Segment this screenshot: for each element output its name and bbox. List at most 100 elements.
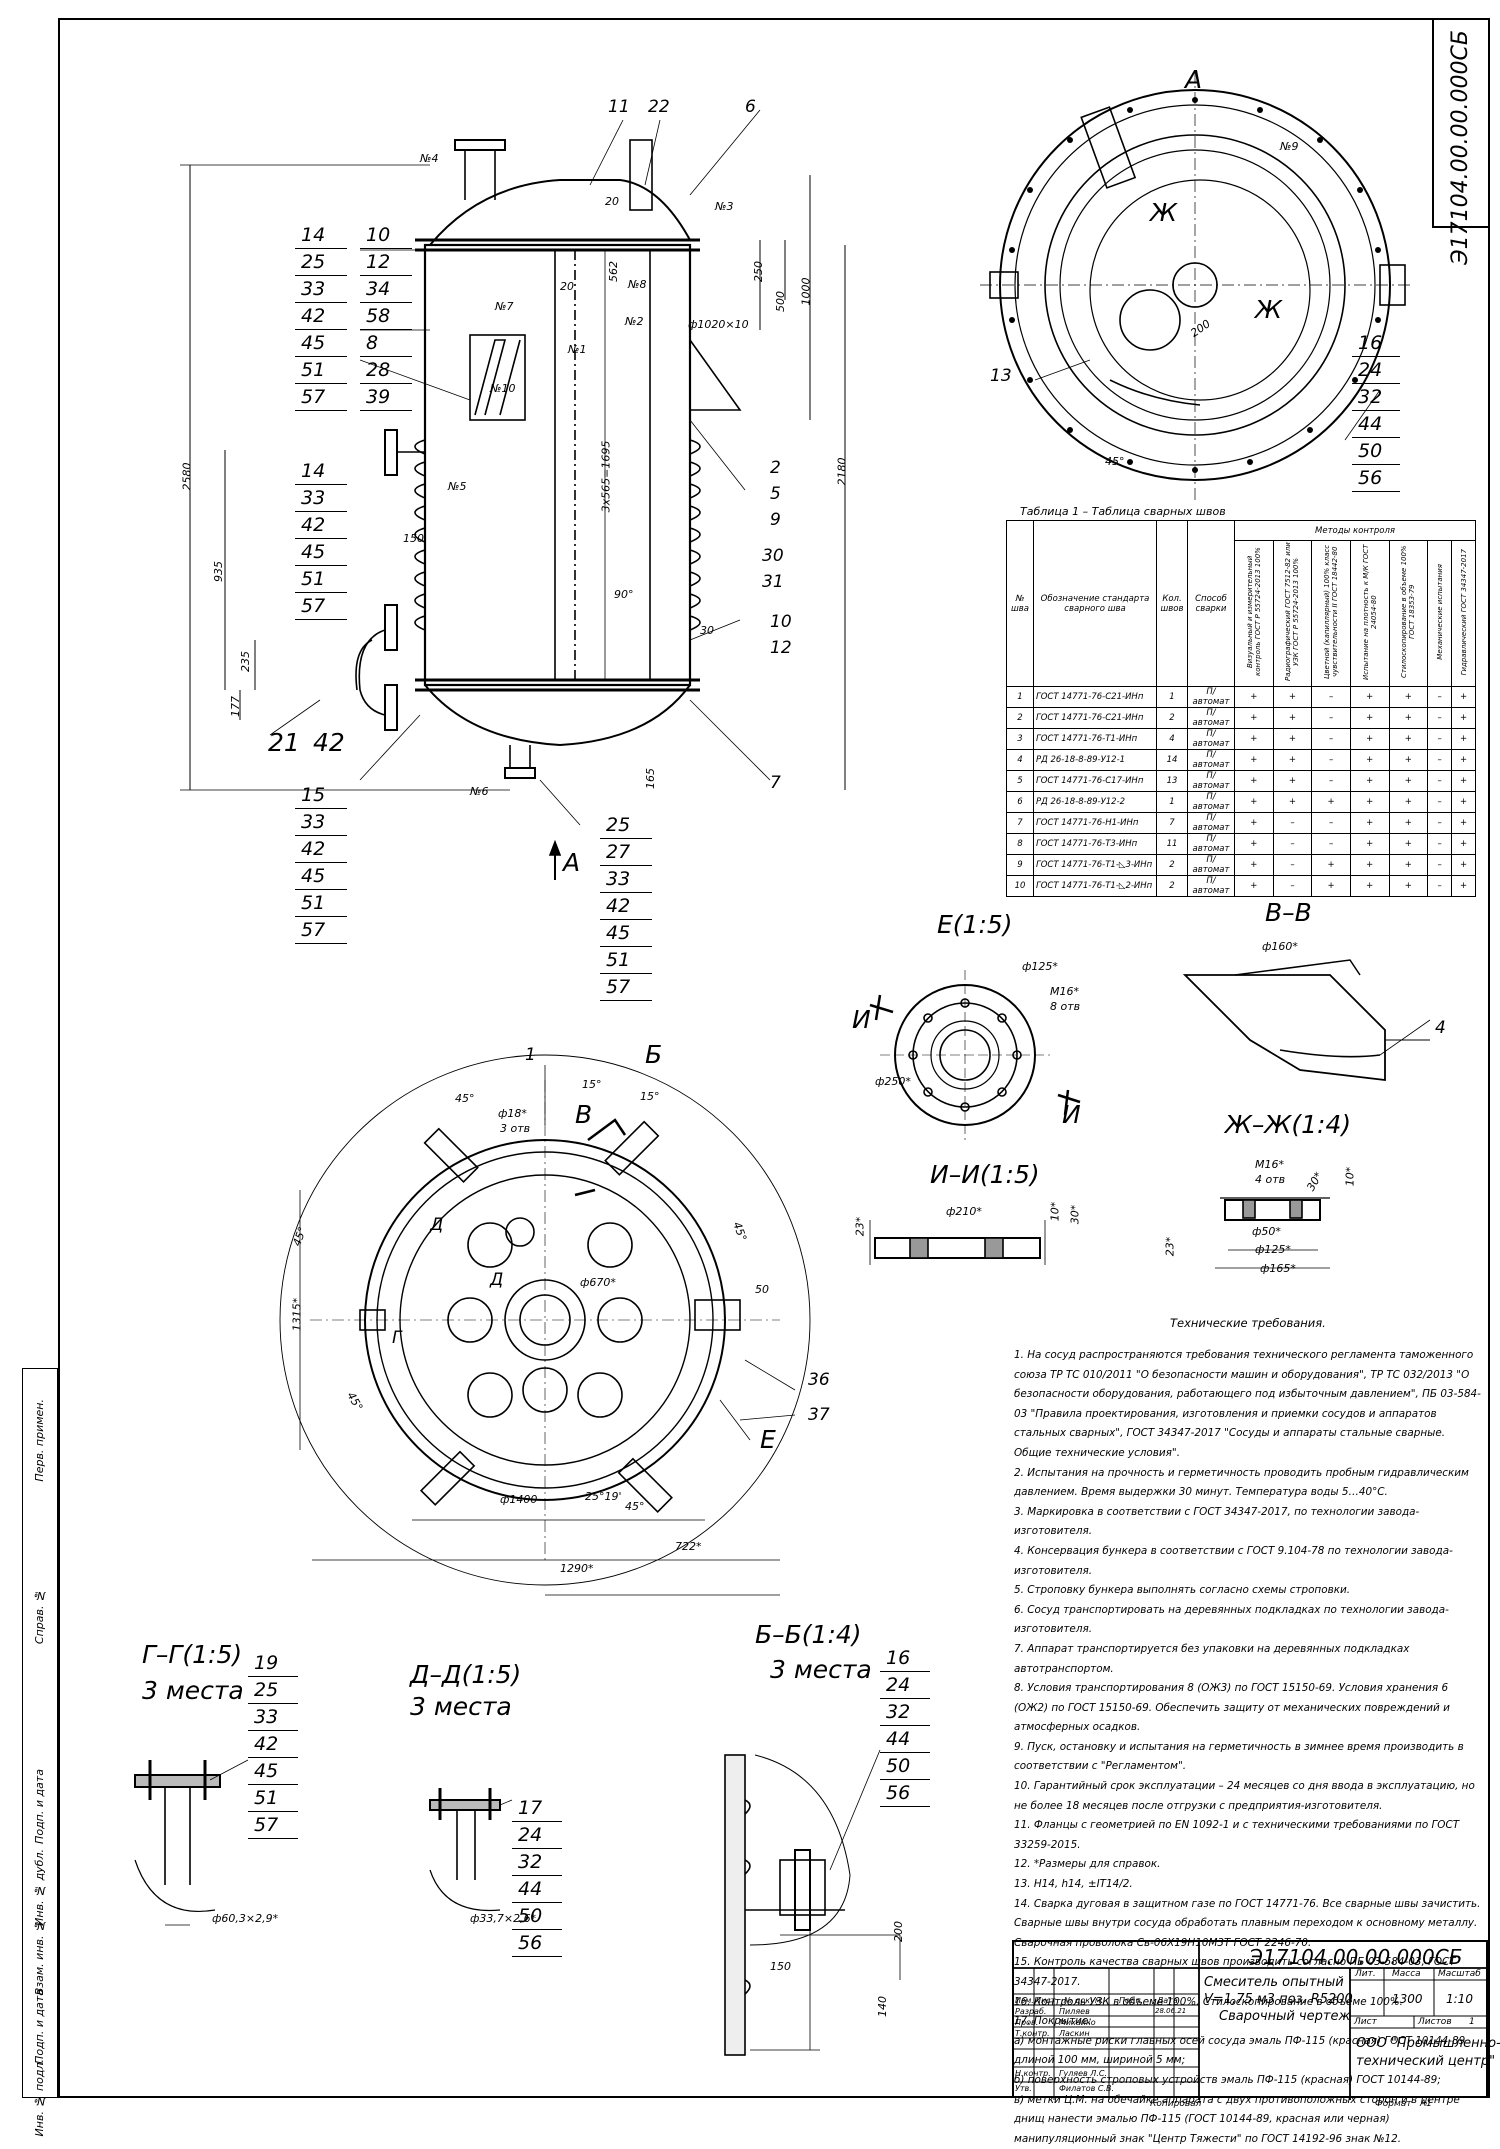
pos-item: 51 (295, 566, 347, 593)
dim-1000: 1000 (799, 277, 813, 306)
pos-item: 32 (880, 1699, 930, 1726)
pos-item: 44 (1352, 411, 1400, 438)
pos-item: 33 (295, 276, 347, 303)
left-position-pairs: 10 12 34 58 8 28 39 (360, 222, 412, 411)
dim-562: 562 (607, 261, 620, 282)
weld-cell-control: + (1349, 833, 1390, 855)
pos-item: 32 (1352, 384, 1400, 411)
dim-zh-sub: 4 отв (1255, 1173, 1286, 1186)
weld-cell-control: + (1349, 770, 1390, 792)
weld-cell-control: + (1272, 791, 1313, 813)
cut-b: Б (645, 1040, 663, 1069)
weld-mark-10: №10 (490, 382, 516, 395)
weld-cell-std: ГОСТ 14771-76-С21-ИНп (1033, 707, 1157, 729)
weld-mark-6: №6 (470, 785, 489, 798)
dim-e-d250: ф250* (875, 1075, 911, 1088)
dim-p-d1400: ф1400 (500, 1493, 538, 1506)
pos-37: 37 (808, 1405, 830, 1425)
left-position-stack-2: 14 33 42 45 51 57 (295, 458, 347, 620)
pos-item: 57 (295, 917, 347, 944)
view-dd-title: Д–Д(1:5) (410, 1660, 522, 1689)
tech-req-item: б) поверхность строповых устройств эмаль… (1014, 2073, 1441, 2086)
dim-zh-d50: ф50* (1252, 1225, 1281, 1238)
pos-item: 12 (360, 249, 412, 276)
weld-control-method-label: Испытание на плотность к М/К ГОСТ 24054-… (1361, 544, 1378, 680)
pos-item: 45 (295, 863, 347, 890)
stamp-lit: Лит. (1355, 1969, 1376, 1979)
weld-cell-n: 2 (1006, 707, 1034, 729)
dim-e-m16-sub: 8 отв (1050, 1000, 1081, 1013)
weld-cell-control: – (1311, 770, 1351, 792)
weld-cell-q: 11 (1156, 833, 1188, 855)
weld-cell-n: 5 (1006, 770, 1034, 792)
weld-cell-control: + (1451, 770, 1476, 792)
pos-item: 14 (295, 458, 347, 485)
tech-req-item: 11. Фланцы с геометрией по EN 1092-1 и с… (1014, 1819, 1460, 1851)
stamp-listov-value: 1 (1469, 2017, 1475, 2027)
pos-item: 28 (360, 357, 412, 384)
weld-cell-control: + (1311, 875, 1351, 897)
weld-col-std: Обозначение стандарта сварного шва (1033, 520, 1157, 687)
pos-item: 14 (295, 222, 347, 249)
weld-cell-control: + (1451, 749, 1476, 771)
weld-cell-control: + (1388, 770, 1429, 792)
pos-item: 51 (600, 947, 652, 974)
pos-item: 44 (512, 1876, 562, 1903)
cut-i1: И (852, 1005, 871, 1034)
pos-2: 2 (770, 458, 781, 478)
weld-cell-q: 1 (1156, 791, 1188, 813)
dim-p-1290: 1290* (560, 1562, 594, 1575)
weld-cell-m: П/автомат (1187, 791, 1235, 813)
view-zhzh-flange (1224, 1199, 1321, 1221)
stamp-listov: Листов (1418, 2017, 1452, 2027)
pos-item: 57 (248, 1812, 298, 1839)
pos-13: 13 (990, 366, 1012, 386)
pos-item: 39 (360, 384, 412, 411)
dim-ii-h23: 23* (853, 1216, 867, 1237)
dim-zh-h10: 10* (1343, 1166, 1357, 1187)
cut-d1: Д (430, 1215, 444, 1235)
pos-item: 33 (295, 485, 347, 512)
weld-cell-control: – (1311, 749, 1351, 771)
weld-mark-8: №8 (628, 278, 647, 291)
weld-cell-m: П/автомат (1187, 854, 1235, 876)
stamp-n-tkontr: Ласкин (1059, 2029, 1090, 2038)
weld-cell-std: ГОСТ 14771-76-Т1-◺2-ИНп (1033, 875, 1157, 897)
stamp-r-utv: Утв. (1015, 2084, 1032, 2093)
tech-req-item: 17. Покрытие: (1014, 2015, 1092, 2028)
pos-6: 6 (745, 97, 756, 117)
dim-150: 150 (403, 532, 424, 545)
dim-500: 500 (774, 291, 787, 312)
dim-p-3otv: 3 отв (500, 1122, 531, 1135)
weld-cell-std: ГОСТ 14771-76-Н1-ИНп (1033, 812, 1157, 834)
weld-cell-control: + (1451, 854, 1476, 876)
tech-req-item: 3. Маркировка в соответствии с ГОСТ 3434… (1014, 1505, 1420, 1538)
pos-item: 19 (248, 1650, 298, 1677)
pos-item: 57 (600, 974, 652, 1001)
dim-vv-d160: ф160* (1262, 940, 1298, 953)
weld-cell-control: + (1234, 749, 1274, 771)
dim-p-722: 722* (675, 1540, 702, 1553)
dim-ii-h30: 30* (1068, 1204, 1082, 1225)
weld-cell-control: + (1234, 854, 1274, 876)
weld-control-method-header: Механические испытания (1427, 540, 1453, 687)
weld-cell-q: 2 (1156, 707, 1188, 729)
plan-a-bolts (1009, 97, 1381, 473)
view-vv-title: В–В (1265, 898, 1312, 927)
weld-table-caption: Таблица 1 – Таблица сварных швов (1020, 505, 1226, 518)
tech-req-item: 4. Консервация бункера в соответствии с … (1014, 1544, 1453, 1577)
stamp-masshtab: Масштаб (1438, 1969, 1481, 1979)
weld-cell-control: + (1451, 791, 1476, 813)
dim-45: 45° (1105, 455, 1125, 468)
weld-cell-n: 10 (1006, 875, 1034, 897)
weld-cell-control: + (1234, 728, 1274, 750)
title-block-grid (1014, 1942, 1490, 2100)
stamp-r-tkontr: Т.контр. (1015, 2029, 1050, 2038)
weld-cell-std: ГОСТ 14771-76-С21-ИНп (1033, 686, 1157, 708)
weld-cell-control: + (1388, 833, 1429, 855)
gg-position-stack: 19 25 33 42 45 51 57 (248, 1650, 298, 1839)
dim-d1020: ф1020×10 (688, 318, 749, 331)
dim-zh-d125: ф125* (1255, 1243, 1291, 1256)
dim-935: 935 (212, 561, 225, 582)
